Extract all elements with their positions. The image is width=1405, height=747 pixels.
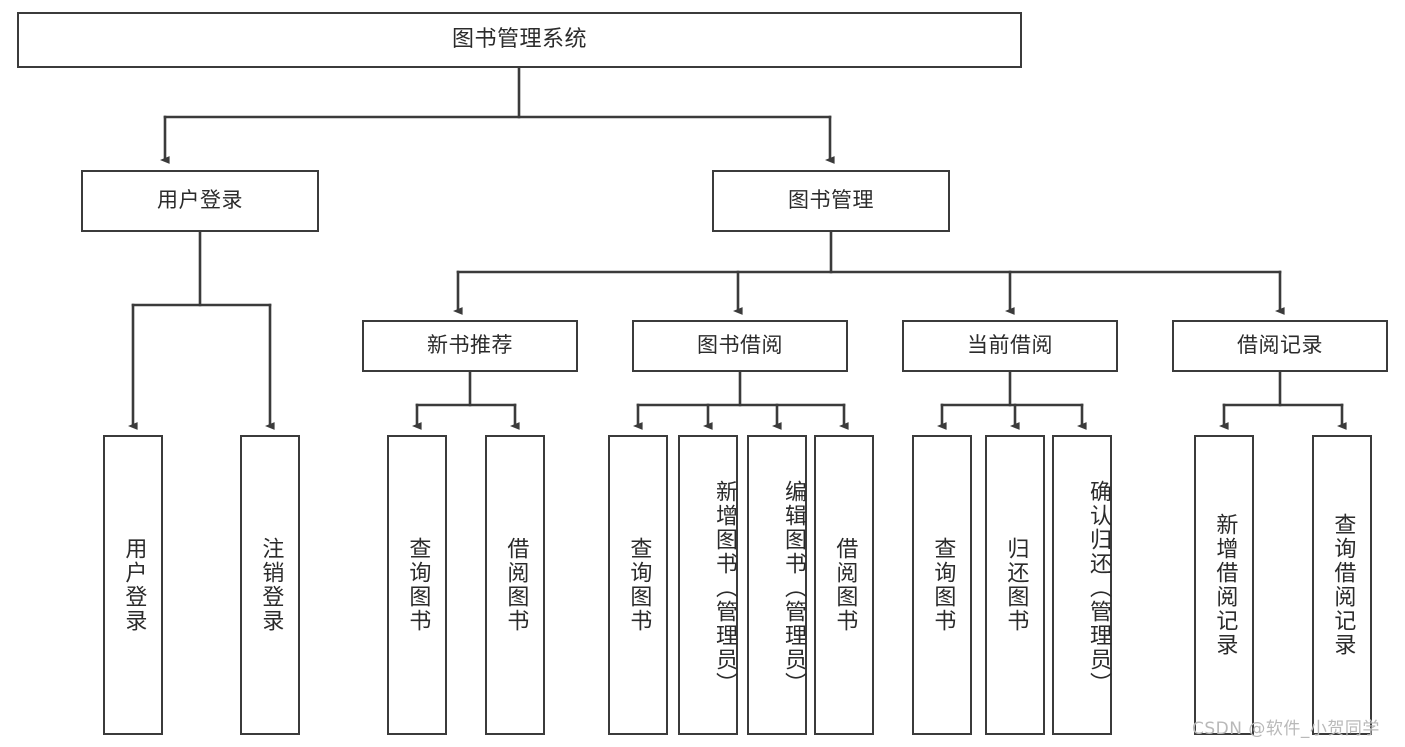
node-label: 新增图书（管理员） xyxy=(712,480,737,696)
node-book-management[interactable]: 图书管理 xyxy=(712,170,950,232)
node-label: 归还图书 xyxy=(1003,537,1029,633)
node-label: 确认归还（管理员） xyxy=(1086,480,1111,696)
node-leaf-confirm-return-admin[interactable]: 确认归还（管理员） xyxy=(1052,435,1112,735)
node-label: 新增借阅记录 xyxy=(1212,513,1238,657)
node-label: 借阅图书 xyxy=(503,537,529,633)
node-leaf-user-login[interactable]: 用户登录 xyxy=(103,435,163,735)
node-label: 新书推荐 xyxy=(427,333,513,358)
node-leaf-borrow-book-borrow[interactable]: 借阅图书 xyxy=(814,435,874,735)
node-label: 查询图书 xyxy=(405,537,431,633)
node-label: 查询借阅记录 xyxy=(1330,513,1356,657)
node-label: 用户登录 xyxy=(157,188,243,213)
node-leaf-borrow-book-recommend[interactable]: 借阅图书 xyxy=(485,435,545,735)
node-leaf-query-book-borrow[interactable]: 查询图书 xyxy=(608,435,668,735)
node-book-borrow[interactable]: 图书借阅 xyxy=(632,320,848,372)
csdn-watermark: CSDN @软件_小贺同学 xyxy=(1192,719,1380,739)
node-root-system[interactable]: 图书管理系统 xyxy=(17,12,1022,68)
node-leaf-add-borrow-record[interactable]: 新增借阅记录 xyxy=(1194,435,1254,735)
node-leaf-query-book-current[interactable]: 查询图书 xyxy=(912,435,972,735)
node-label: 当前借阅 xyxy=(967,333,1053,358)
node-label: 查询图书 xyxy=(626,537,652,633)
node-leaf-add-book-admin[interactable]: 新增图书（管理员） xyxy=(678,435,738,735)
node-current-borrow[interactable]: 当前借阅 xyxy=(902,320,1118,372)
node-label: 注销登录 xyxy=(258,537,284,633)
node-label: 图书管理系统 xyxy=(451,26,587,52)
node-borrow-records[interactable]: 借阅记录 xyxy=(1172,320,1388,372)
node-label: 编辑图书（管理员） xyxy=(781,480,806,696)
node-user-login[interactable]: 用户登录 xyxy=(81,170,319,232)
node-label: 查询图书 xyxy=(930,537,956,633)
node-label: 用户登录 xyxy=(121,537,147,633)
node-leaf-user-logout[interactable]: 注销登录 xyxy=(240,435,300,735)
node-label: 借阅图书 xyxy=(832,537,858,633)
node-leaf-edit-book-admin[interactable]: 编辑图书（管理员） xyxy=(747,435,807,735)
node-label: 图书管理 xyxy=(788,188,874,213)
node-label: 图书借阅 xyxy=(697,333,783,358)
node-leaf-return-book[interactable]: 归还图书 xyxy=(985,435,1045,735)
node-new-book-recommend[interactable]: 新书推荐 xyxy=(362,320,578,372)
node-label: 借阅记录 xyxy=(1237,333,1323,358)
node-leaf-query-borrow-record[interactable]: 查询借阅记录 xyxy=(1312,435,1372,735)
node-leaf-query-book-recommend[interactable]: 查询图书 xyxy=(387,435,447,735)
